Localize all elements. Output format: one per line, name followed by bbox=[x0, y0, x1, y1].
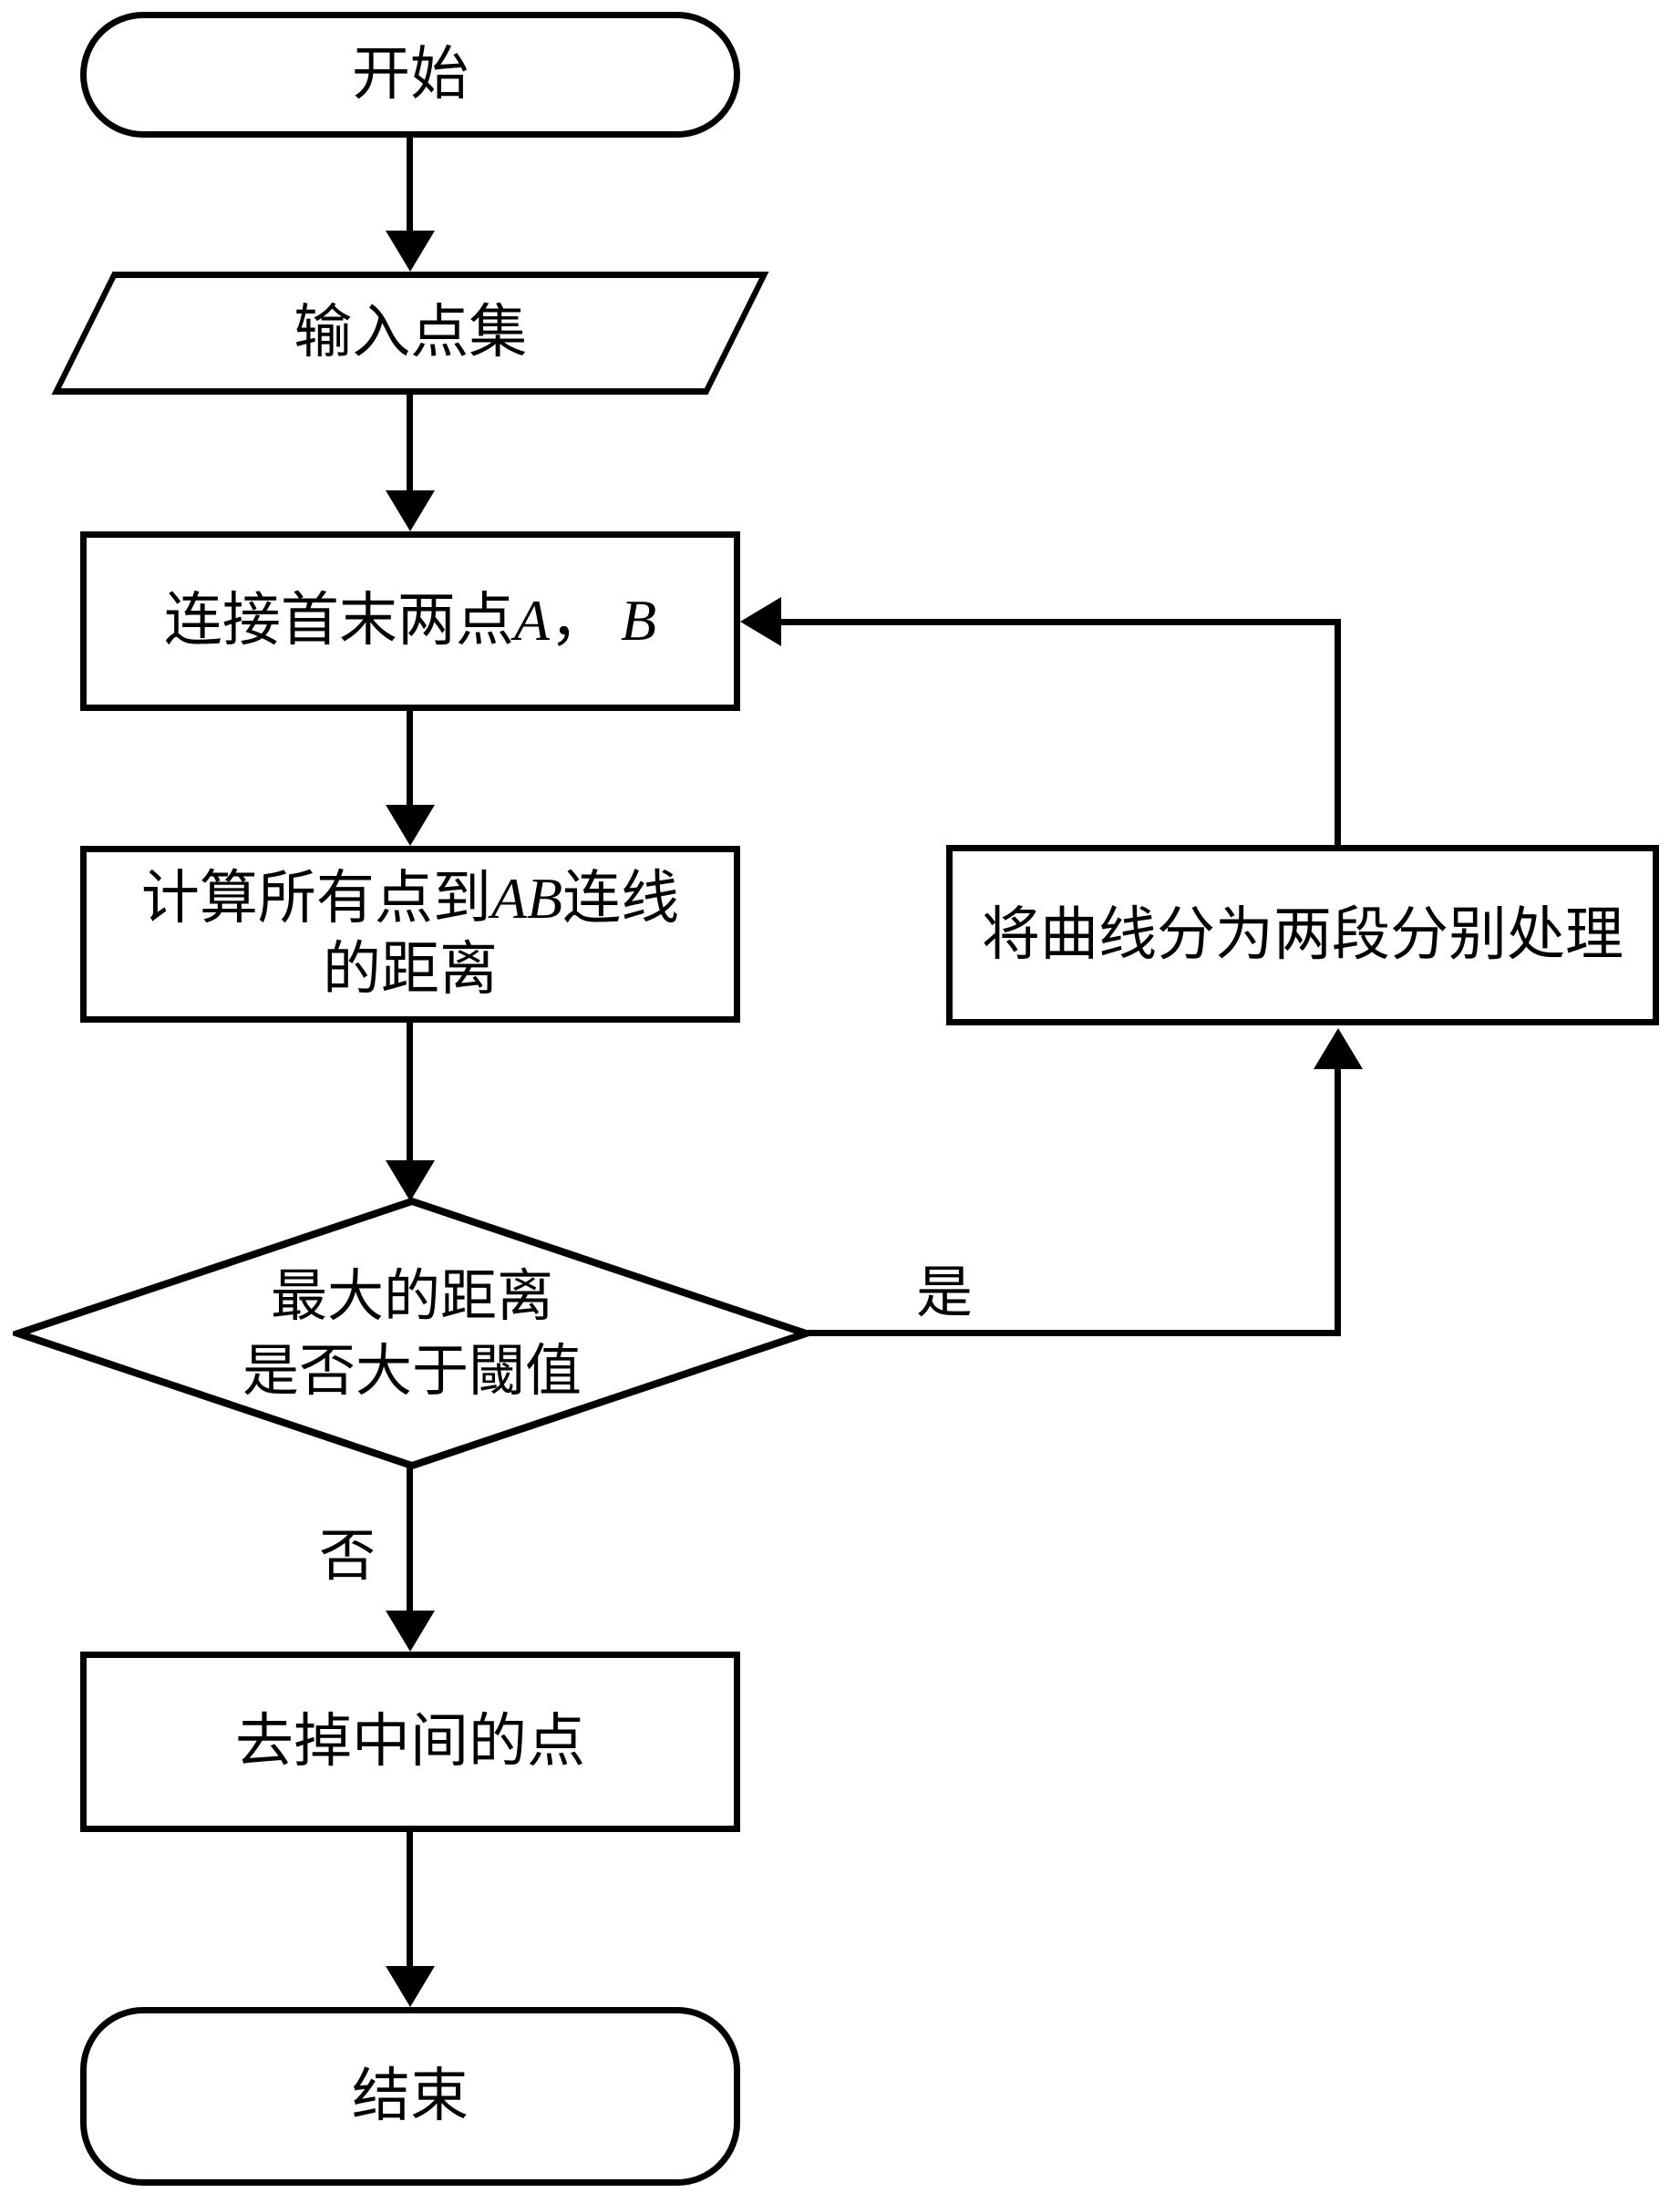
connect-separator: ， bbox=[549, 588, 608, 654]
decision-label-line2: 是否大于閾值 bbox=[242, 1341, 582, 1403]
decision-label-line1: 最大的距离 bbox=[270, 1266, 553, 1329]
arrowhead-down-icon bbox=[386, 1160, 435, 1201]
no-edge-label: 否 bbox=[319, 1526, 376, 1588]
yes-branch-horizontal-line bbox=[802, 1330, 1341, 1336]
diamond-shape bbox=[13, 1197, 811, 1470]
split-label: 将曲线分为两段分别处理 bbox=[982, 901, 1623, 967]
arrowhead-up-icon bbox=[1314, 1028, 1363, 1069]
connector-remove-end-line bbox=[407, 1832, 413, 1968]
arrowhead-down-icon bbox=[386, 805, 435, 846]
connect-label: 连接首末两点A，B bbox=[164, 585, 656, 656]
calc-label-line1: 计算所有点到AB连线 bbox=[141, 863, 679, 934]
feedback-horizontal-line bbox=[781, 619, 1341, 625]
calc-line1-var: AB bbox=[490, 865, 563, 931]
arrowhead-down-icon bbox=[386, 1966, 435, 2007]
connector-start-input-line bbox=[407, 137, 413, 232]
yes-branch-vertical-line bbox=[1335, 1067, 1341, 1336]
connect-node: 连接首末两点A，B bbox=[80, 531, 740, 711]
arrowhead-down-icon bbox=[386, 490, 435, 531]
end-label: 结束 bbox=[352, 2063, 469, 2128]
arrowhead-down-icon bbox=[386, 1611, 435, 1652]
decision-node bbox=[13, 1197, 811, 1470]
calc-line1-prefix: 计算所有点到 bbox=[140, 865, 491, 931]
start-label: 开始 bbox=[352, 41, 469, 107]
calc-node: 计算所有点到AB连线 的距离 bbox=[80, 846, 740, 1023]
start-node: 开始 bbox=[80, 12, 740, 138]
end-node: 结束 bbox=[80, 2007, 740, 2186]
remove-node: 去掉中间的点 bbox=[80, 1652, 740, 1832]
input-label: 输入点集 bbox=[294, 300, 528, 365]
connect-label-text: 连接首末两点 bbox=[163, 588, 514, 654]
decision-label: 最大的距离 是否大于閾值 bbox=[13, 1196, 811, 1475]
input-node: 输入点集 bbox=[51, 272, 769, 395]
arrowhead-left-icon bbox=[740, 597, 781, 646]
connector-input-connect-line bbox=[407, 395, 413, 490]
no-branch-line bbox=[407, 1467, 413, 1612]
yes-edge-label: 是 bbox=[916, 1262, 974, 1324]
arrowhead-down-icon bbox=[386, 231, 435, 272]
feedback-vertical-line bbox=[1335, 622, 1341, 845]
split-node: 将曲线分为两段分别处理 bbox=[946, 845, 1659, 1025]
connect-var-b: B bbox=[621, 588, 657, 654]
connector-connect-calc-line bbox=[407, 711, 413, 807]
connector-calc-decision-line bbox=[407, 1023, 413, 1162]
remove-label: 去掉中间的点 bbox=[235, 1708, 585, 1774]
calc-label-line2: 的距离 bbox=[323, 937, 498, 1002]
calc-line1-suffix: 连线 bbox=[562, 865, 680, 931]
connect-var-a: A bbox=[513, 588, 550, 654]
